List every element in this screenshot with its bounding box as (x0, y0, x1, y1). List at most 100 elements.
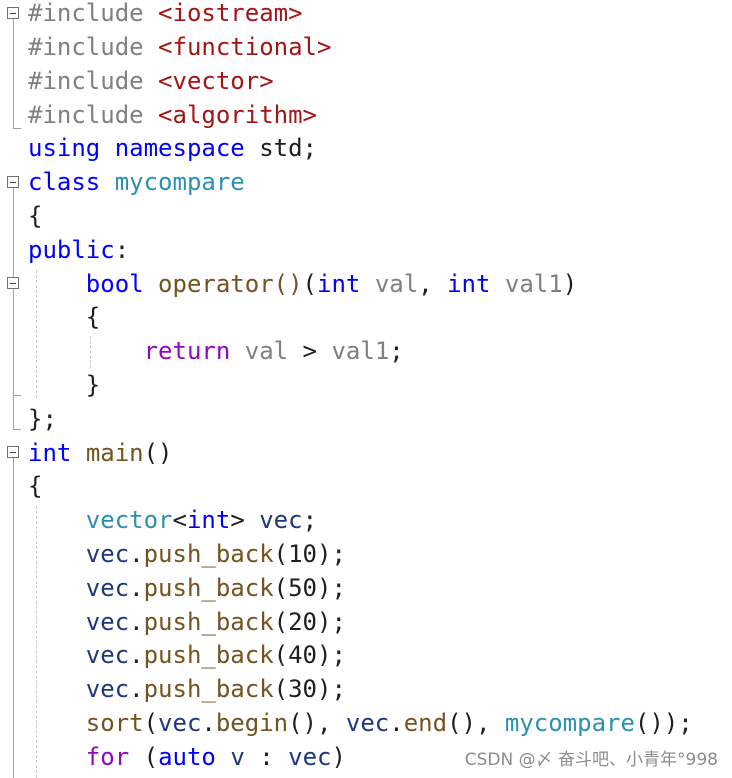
code-line-4[interactable]: #include <algorithm> (28, 98, 317, 132)
punctuation: ( (273, 641, 289, 669)
code-line-9[interactable]: bool operator()(int val, int val1) (28, 267, 577, 301)
number-literal: 30 (288, 675, 318, 703)
type-name: vector (85, 506, 173, 534)
whitespace (216, 743, 230, 771)
indent (28, 270, 86, 298)
include-header: <algorithm> (158, 101, 317, 129)
variable: vec (85, 540, 130, 568)
code-line-8[interactable]: public: (28, 233, 129, 267)
parameter: val1 (331, 337, 390, 365)
indent (28, 743, 86, 771)
operator: > (288, 337, 332, 365)
punctuation: ; (389, 337, 404, 365)
punctuation: ; (302, 506, 318, 534)
keyword: bool (85, 270, 144, 298)
punctuation: . (129, 540, 144, 568)
punctuation: ); (317, 574, 346, 602)
punctuation: ( (273, 608, 289, 636)
variable: vec (259, 506, 303, 534)
code-line-14[interactable]: int main() (28, 436, 173, 470)
variable: vec (85, 641, 130, 669)
punctuation: . (129, 574, 144, 602)
punctuation: ( (273, 574, 289, 602)
brace: }; (28, 405, 57, 433)
punctuation: . (201, 709, 216, 737)
collapse-icon[interactable] (7, 7, 19, 19)
code-line-23[interactable]: for (auto v : vec) (28, 740, 346, 774)
indent (28, 675, 86, 703)
collapse-icon[interactable] (7, 176, 19, 188)
keyword: auto (158, 743, 216, 771)
fold-guide-end (13, 429, 21, 430)
code-line-1[interactable]: #include <iostream> (28, 0, 303, 30)
code-line-11[interactable]: return val > val1; (28, 334, 404, 368)
number-literal: 10 (288, 540, 318, 568)
punctuation: (), (288, 709, 346, 737)
code-line-22[interactable]: sort(vec.begin(), vec.end(), mycompare()… (28, 706, 693, 740)
indent (28, 641, 86, 669)
preprocessor-directive: #include (28, 0, 159, 27)
indent (28, 709, 86, 737)
method-name: push_back (143, 608, 274, 636)
indent-guide (36, 506, 37, 778)
collapse-icon[interactable] (7, 277, 19, 289)
code-line-13[interactable]: }; (28, 402, 57, 436)
punctuation: , (418, 270, 448, 298)
code-line-12[interactable]: } (28, 368, 100, 402)
punctuation: (), (447, 709, 505, 737)
variable: vec (158, 709, 202, 737)
code-line-15[interactable]: { (28, 469, 42, 503)
operator-parens: () (273, 270, 303, 298)
parameter: val (244, 337, 289, 365)
number-literal: 50 (288, 574, 318, 602)
punctuation: : (244, 743, 289, 771)
keyword: using (28, 134, 101, 162)
brace: } (28, 371, 101, 399)
fold-guide-end (13, 128, 21, 129)
punctuation: ); (317, 540, 346, 568)
fold-guide-line (13, 19, 14, 128)
punctuation: . (129, 608, 144, 636)
fold-guide-line (13, 458, 14, 778)
code-line-3[interactable]: #include <vector> (28, 64, 274, 98)
punctuation: ( (129, 743, 159, 771)
code-line-20[interactable]: vec.push_back(40); (28, 638, 346, 672)
indent-guide (90, 336, 91, 368)
collapse-icon[interactable] (7, 446, 19, 458)
parameter: val (374, 270, 419, 298)
code-line-18[interactable]: vec.push_back(50); (28, 571, 346, 605)
method-name: push_back (143, 540, 274, 568)
code-line-2[interactable]: #include <functional> (28, 30, 331, 64)
code-line-17[interactable]: vec.push_back(10); (28, 537, 346, 571)
number-literal: 20 (288, 608, 318, 636)
method-name: push_back (143, 675, 274, 703)
code-line-6[interactable]: class mycompare (28, 165, 245, 199)
whitespace (100, 168, 114, 196)
punctuation: () (143, 439, 173, 467)
include-header: <functional> (158, 33, 332, 61)
code-line-21[interactable]: vec.push_back(30); (28, 672, 346, 706)
punctuation: ()); (634, 709, 693, 737)
code-line-16[interactable]: vector<int> vec; (28, 503, 317, 537)
code-line-19[interactable]: vec.push_back(20); (28, 605, 346, 639)
punctuation: ); (317, 641, 346, 669)
function-name: operator (158, 270, 274, 298)
keyword: int (28, 439, 72, 467)
indent (28, 540, 86, 568)
method-name: push_back (143, 574, 274, 602)
punctuation: ( (273, 675, 289, 703)
keyword: namespace (114, 134, 245, 162)
whitespace (71, 439, 85, 467)
punctuation: < (172, 506, 187, 534)
whitespace (100, 134, 114, 162)
code-line-10[interactable]: { (28, 300, 100, 334)
variable: v (230, 743, 245, 771)
access-specifier: public (28, 236, 115, 264)
whitespace (144, 270, 158, 298)
punctuation: . (129, 675, 144, 703)
code-line-5[interactable]: using namespace std; (28, 131, 317, 165)
code-line-7[interactable]: { (28, 199, 42, 233)
brace: { (28, 303, 101, 331)
variable: vec (345, 709, 390, 737)
